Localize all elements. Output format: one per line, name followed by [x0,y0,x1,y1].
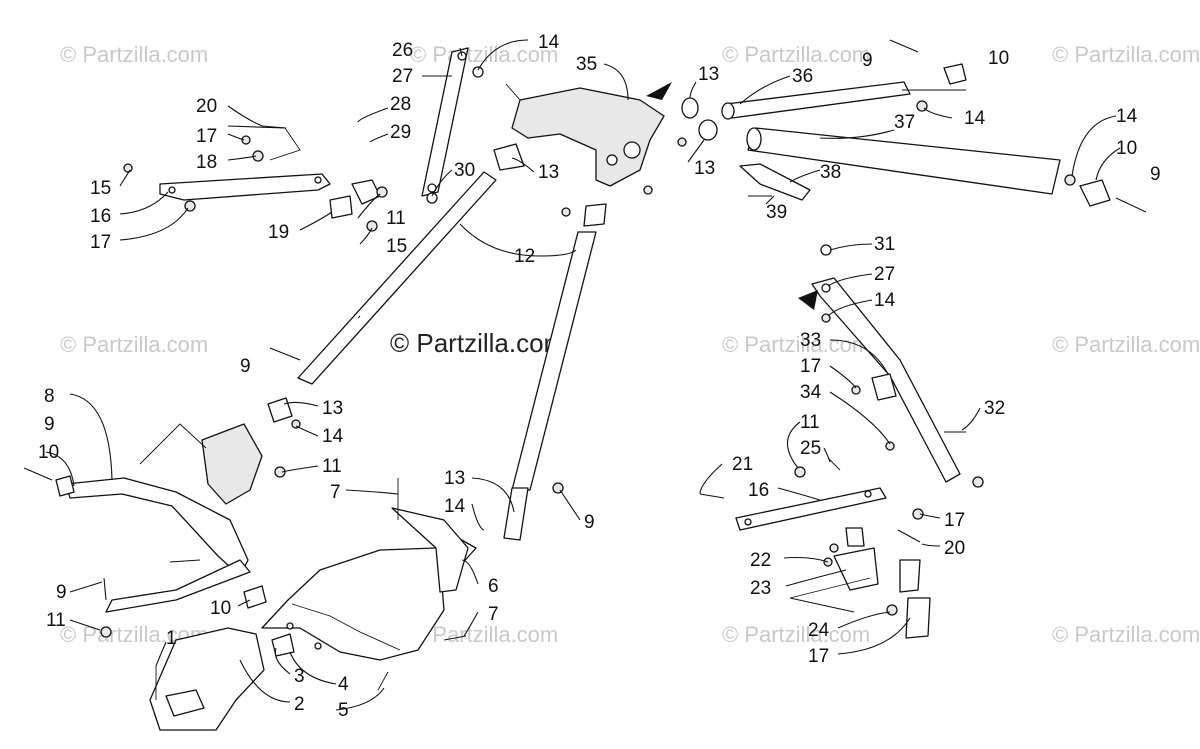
callout-11: 11 [322,456,342,477]
watermark: © Partzilla.com [1052,42,1200,67]
callout-15: 15 [90,178,111,199]
watermark: © Partzilla.com [1052,622,1200,647]
callout-14: 14 [538,32,560,53]
watermark: © Partzilla.com [1052,332,1200,357]
watermark: © Partzilla.com [410,622,558,647]
part-bracket-27b [811,277,961,483]
callout-37: 37 [894,112,915,133]
callout-13: 13 [322,398,343,419]
part-tube-12a [297,171,497,385]
part-drawings [23,39,1147,731]
watermarks: © Partzilla.com © Partzilla.com © Partzi… [60,42,1200,647]
callout-28: 28 [390,94,411,115]
callout-13: 13 [698,64,719,85]
callout-10: 10 [38,442,59,463]
callout-9: 9 [44,414,55,435]
callout-39: 39 [766,202,787,223]
callout-9: 9 [584,512,595,533]
callout-10: 10 [1116,138,1137,159]
callout-9: 9 [240,356,251,377]
part-bracket-38 [739,163,811,201]
callout-17: 17 [808,646,829,667]
callout-31: 31 [874,234,895,255]
callout-6: 6 [488,576,499,597]
callout-18: 18 [196,152,217,173]
callout-17: 17 [944,510,965,531]
part-cap-10 [55,475,75,497]
callout-10: 10 [210,598,231,619]
callout-27: 27 [874,264,895,285]
callout-10: 10 [988,48,1009,69]
callout-13: 13 [444,468,465,489]
part-arm-16 [159,173,331,201]
callout-9: 9 [862,50,873,71]
callout-17: 17 [90,232,111,253]
callout-16: 16 [90,206,111,227]
callout-11: 11 [800,412,820,433]
callout-21: 21 [732,454,753,475]
watermark: © Partzilla.com [722,622,870,647]
watermark: © Partzilla.com [722,42,870,67]
callout-22: 22 [750,550,771,571]
callout-4: 4 [338,674,349,695]
part-junction-35 [511,87,665,187]
callout-11: 11 [46,610,66,631]
callout-26: 26 [392,40,413,61]
callout-17: 17 [800,356,821,377]
callout-24: 24 [808,620,830,641]
callouts: 26 14 27 28 29 20 17 18 15 16 17 19 11 1… [38,32,1161,721]
callout-16: 16 [748,480,769,501]
watermark: © Partzilla.com [60,332,208,357]
part-clamp-13 [267,397,293,423]
callout-7: 7 [330,482,341,503]
callout-13: 13 [538,162,559,183]
callout-15: 15 [386,236,407,257]
callout-2: 2 [294,694,305,715]
leader-lines [45,39,1121,711]
part-bracket-23 [833,547,879,591]
callout-25: 25 [800,438,821,459]
callout-9: 9 [1150,164,1161,185]
callout-11: 11 [386,208,406,229]
callout-35: 35 [576,54,597,75]
watermark: © Partzilla.com [60,42,208,67]
callout-14: 14 [964,108,986,129]
callout-9: 9 [56,582,67,603]
callout-29: 29 [390,122,411,143]
part-bar-16 [735,487,887,531]
callout-30: 30 [454,160,475,181]
part-cap-10a [943,63,967,85]
callout-14: 14 [444,496,466,517]
callout-36: 36 [792,66,813,87]
part-tube-12b [511,231,597,491]
callout-19: 19 [268,222,289,243]
part-tube-36 [725,81,911,119]
callout-8: 8 [44,386,55,407]
watermark: © Partzilla.com [410,42,558,67]
copyright-label: © Partzilla.com [390,328,565,358]
callout-12: 12 [514,246,535,267]
callout-38: 38 [820,162,841,183]
callout-17: 17 [196,126,217,147]
callout-13: 13 [694,158,715,179]
callout-32: 32 [984,398,1005,419]
callout-34: 34 [800,382,822,403]
part-clamp-33 [871,373,897,401]
callout-23: 23 [750,578,771,599]
callout-27: 27 [392,66,413,87]
callout-33: 33 [800,330,821,351]
callout-5: 5 [338,700,349,721]
part-clamp-19 [329,195,353,219]
callout-20: 20 [944,538,965,559]
watermark: © Partzilla.com [722,332,870,357]
callout-14: 14 [874,290,896,311]
part-bracket-27 [421,47,469,197]
callout-14: 14 [1116,106,1138,127]
callout-1: 1 [166,628,177,649]
callout-3: 3 [294,666,305,687]
callout-14: 14 [322,426,344,447]
callout-20: 20 [196,96,217,117]
callout-7: 7 [488,604,499,625]
